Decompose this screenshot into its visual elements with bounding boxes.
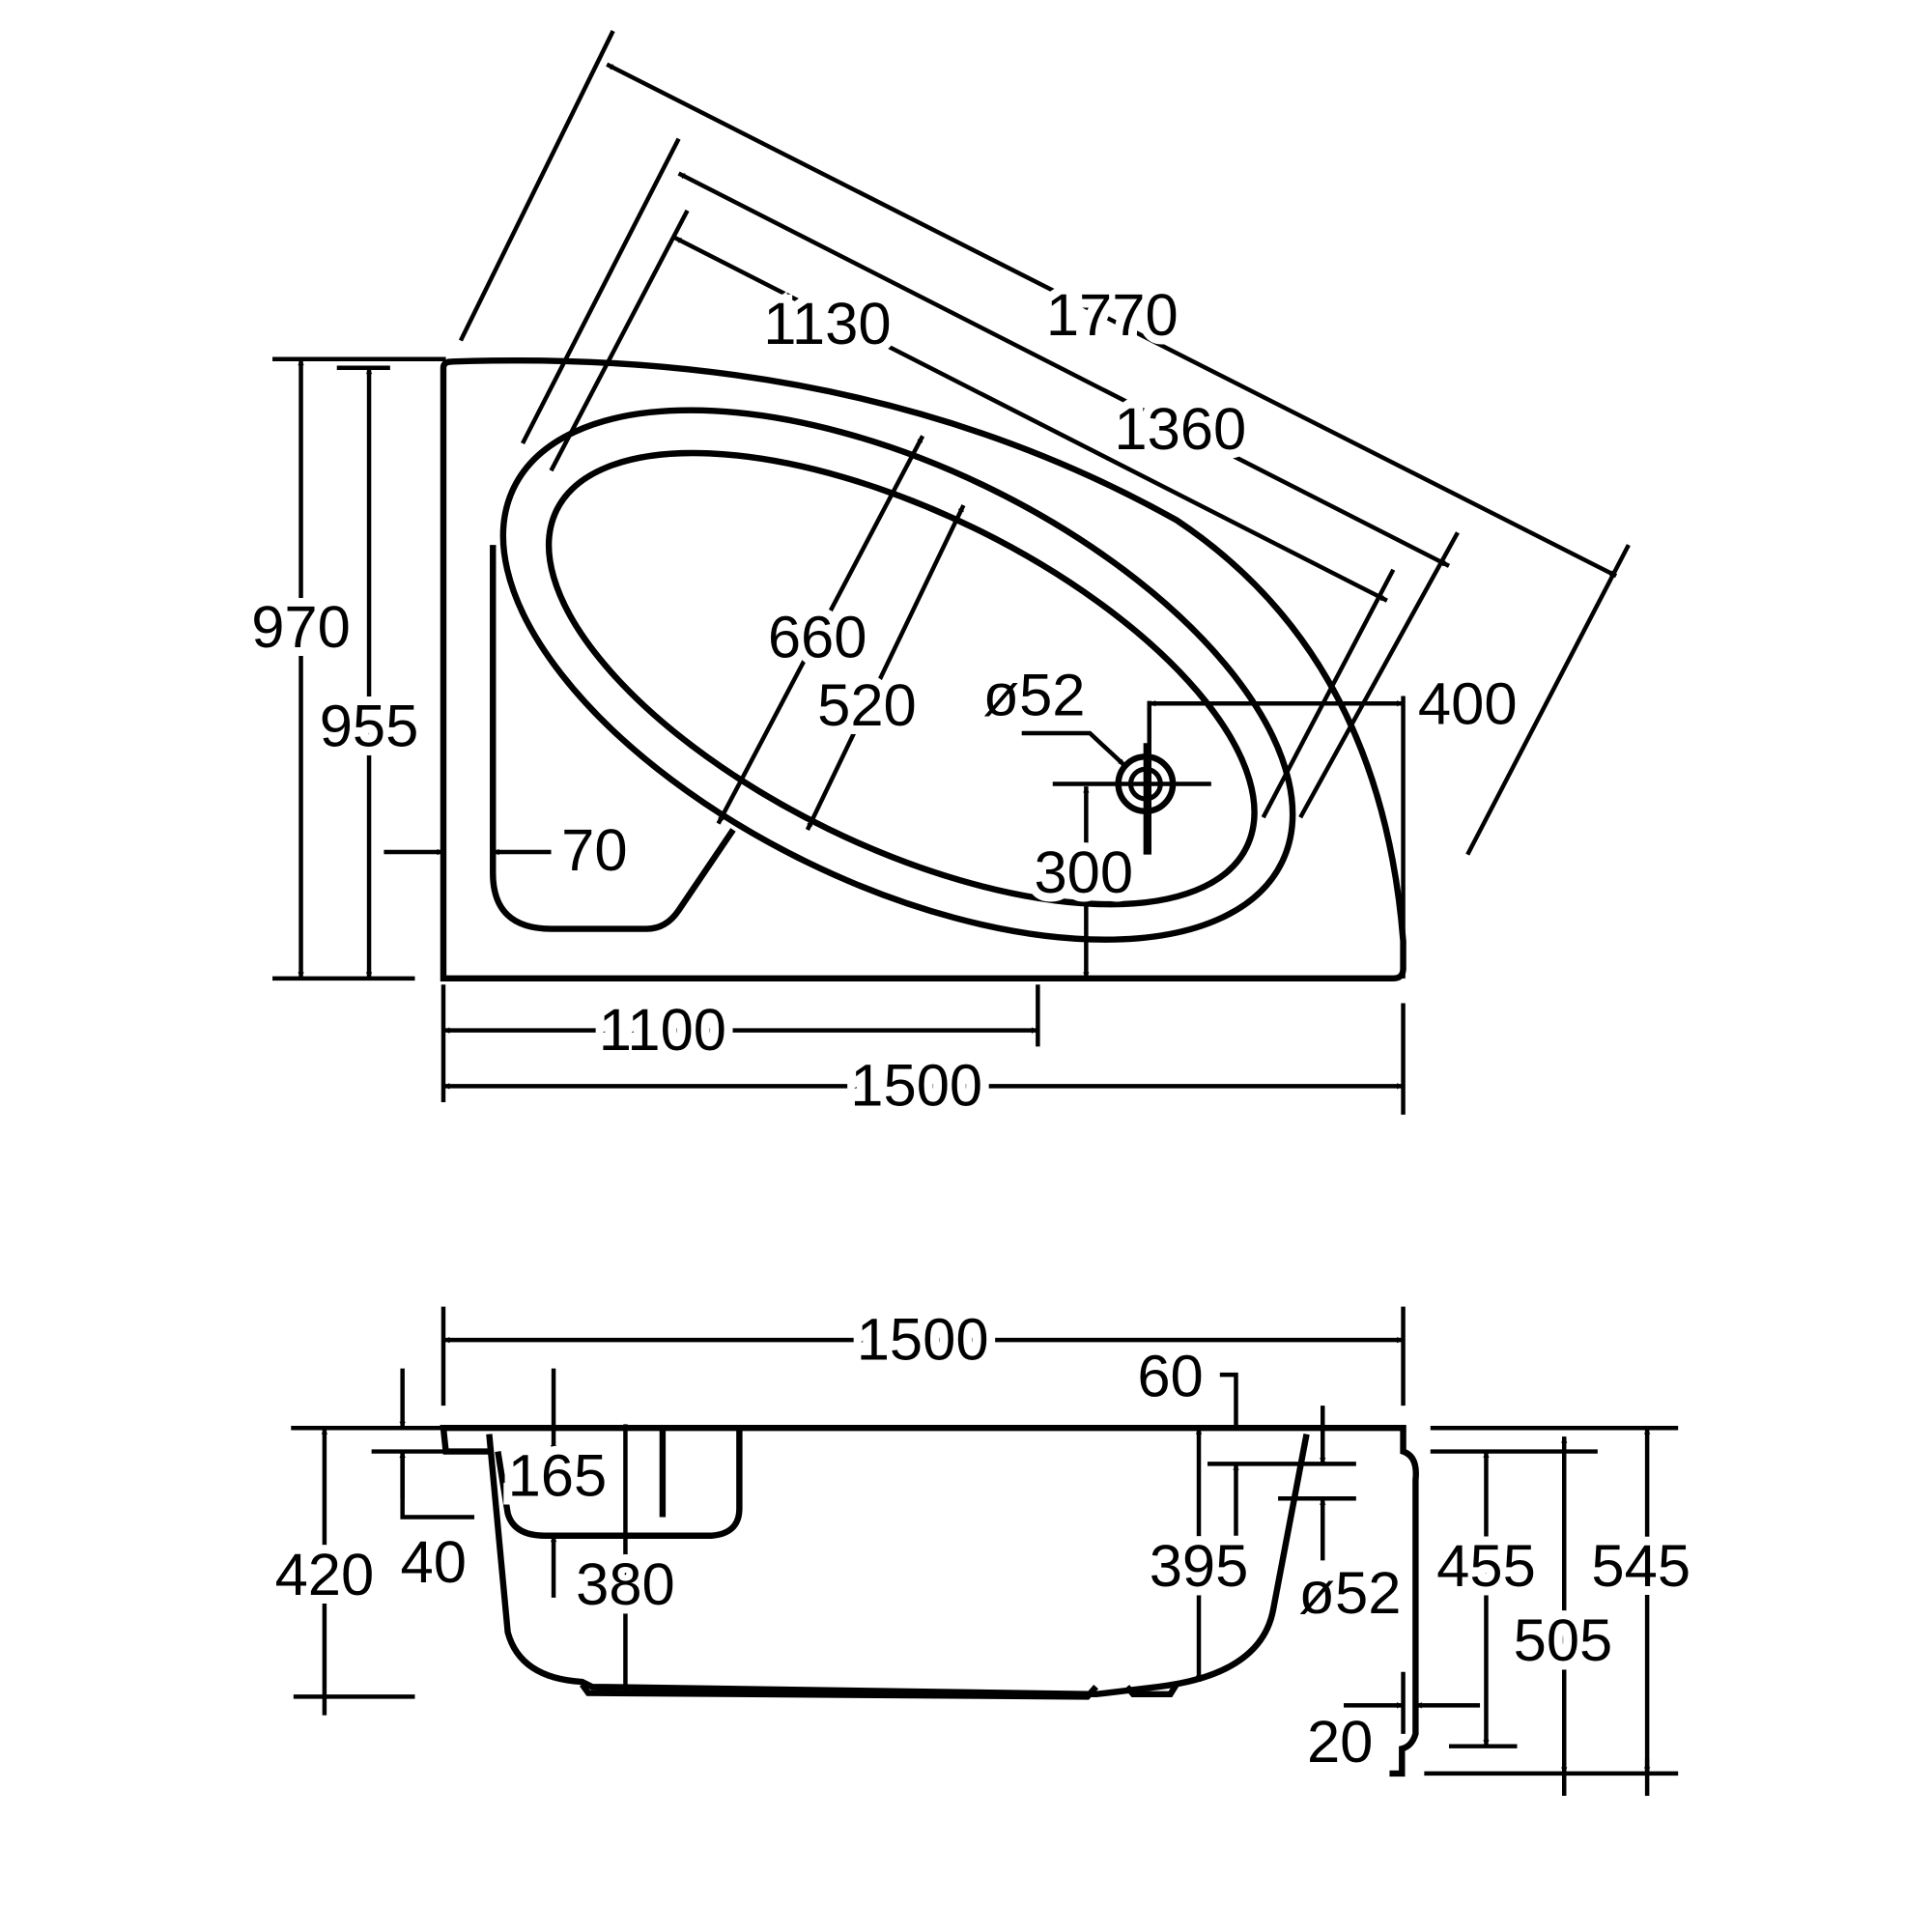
dim-520: 520 [805, 504, 966, 831]
label-1360: 1360 [1114, 396, 1246, 463]
dim-955: 955 [311, 365, 427, 979]
dim-1500-plan: 1500 [442, 1003, 1406, 1127]
dim-20: 20 [1298, 1671, 1481, 1784]
label-20: 20 [1307, 1709, 1373, 1776]
dim-300: 300 [1026, 786, 1142, 979]
label-1130: 1130 [763, 291, 891, 357]
dim-overflow-diameter: ø52 [1278, 1406, 1409, 1635]
label-400: 400 [1418, 671, 1518, 738]
label-660: 660 [768, 604, 867, 670]
dim-70: 70 [384, 809, 637, 893]
label-1100: 1100 [599, 997, 726, 1064]
label-1500-section: 1500 [857, 1306, 989, 1373]
dim-505: 505 [1505, 1436, 1621, 1796]
dim-455: 455 [1428, 1449, 1598, 1748]
dim-545: 545 [1424, 1425, 1699, 1796]
feet-profile [579, 1682, 1179, 1700]
dim-1100: 1100 [440, 984, 1040, 1103]
drain [1052, 743, 1211, 855]
seat-outline [490, 545, 736, 932]
label-1770: 1770 [1046, 282, 1179, 349]
label-1500-plan: 1500 [850, 1052, 982, 1119]
label-60: 60 [1137, 1344, 1203, 1410]
dim-660: 660 [716, 435, 925, 825]
dim-380: 380 [567, 1424, 684, 1691]
label-505: 505 [1514, 1607, 1613, 1674]
dim-1500-section: 1500 [440, 1297, 1406, 1406]
dim-165: 165 [499, 1368, 615, 1598]
plan-view: 1770 1360 1130 970 955 [242, 30, 1631, 1127]
dim-drain-diameter: ø52 [975, 654, 1126, 767]
tub-outline [440, 356, 1406, 982]
label-70: 70 [561, 817, 627, 884]
dim-60: 60 [1128, 1335, 1356, 1536]
dim-1130: 1130 [549, 209, 1396, 819]
rim-profile [440, 1425, 1419, 1777]
label-455: 455 [1436, 1533, 1536, 1600]
section-view: 1500 420 40 165 380 [267, 1297, 1699, 1796]
label-300: 300 [1034, 839, 1133, 906]
dim-970: 970 [242, 356, 446, 981]
label-545: 545 [1591, 1533, 1690, 1600]
label-520: 520 [817, 672, 917, 739]
label-165: 165 [508, 1442, 608, 1509]
dim-40: 40 [371, 1368, 475, 1605]
label-drain-diameter: ø52 [983, 663, 1086, 729]
label-420: 420 [275, 1542, 375, 1608]
seat-profile [495, 1428, 743, 1539]
label-380: 380 [576, 1551, 675, 1618]
label-970: 970 [251, 594, 351, 661]
label-40: 40 [400, 1529, 466, 1596]
label-overflow-diameter: ø52 [1298, 1560, 1401, 1627]
label-955: 955 [320, 694, 419, 760]
dim-420: 420 [267, 1425, 471, 1716]
label-395: 395 [1150, 1533, 1249, 1600]
dim-400: 400 [1147, 663, 1526, 979]
dim-395: 395 [1141, 1428, 1257, 1683]
